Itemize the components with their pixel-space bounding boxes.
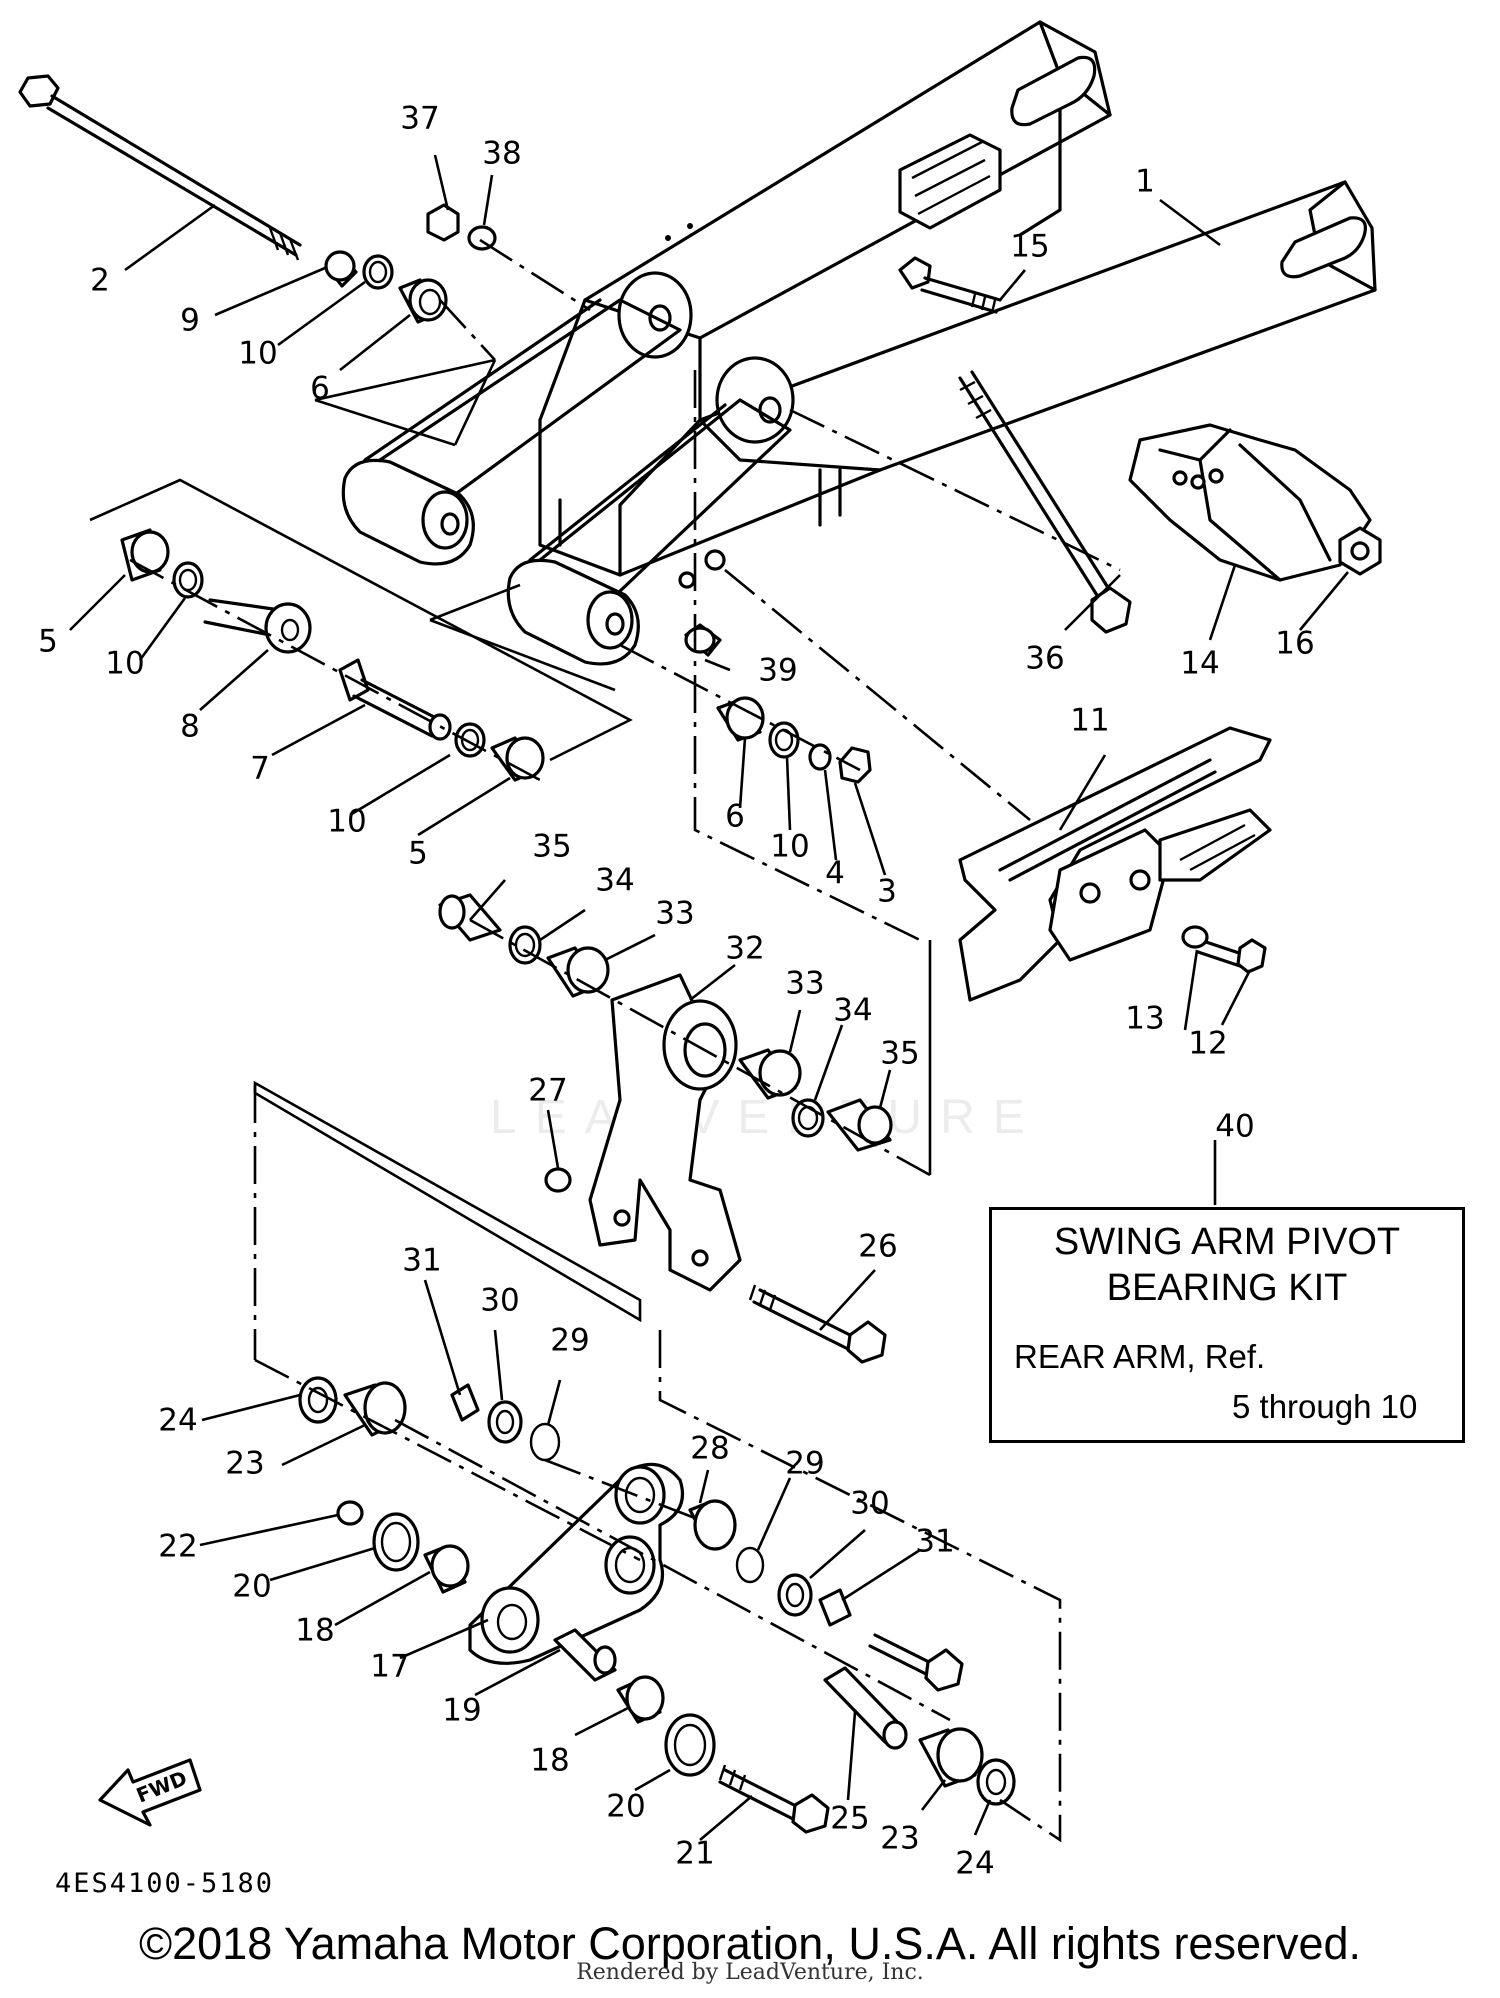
callout-35a: 35 <box>532 829 571 865</box>
callout-22: 22 <box>158 1529 197 1565</box>
callout-40: 40 <box>1215 1109 1254 1145</box>
callout-8: 8 <box>180 709 200 745</box>
callout-2: 2 <box>90 263 110 299</box>
swing-arm <box>341 20 1377 666</box>
callout-9: 9 <box>180 303 200 339</box>
callout-18a: 18 <box>295 1613 334 1649</box>
callout-10c: 10 <box>327 804 366 840</box>
leadventure-watermark: LEADVENTURE <box>490 1091 1043 1144</box>
callout-25: 25 <box>830 1801 869 1837</box>
callout-26: 26 <box>858 1229 897 1265</box>
callout-17: 17 <box>370 1649 409 1685</box>
callout-21: 21 <box>675 1836 714 1872</box>
callout-23a: 23 <box>225 1446 264 1482</box>
callout-10a: 10 <box>238 336 277 372</box>
callout-34a: 34 <box>595 863 634 899</box>
nut-16 <box>1338 526 1382 576</box>
callout-32: 32 <box>725 931 764 967</box>
callout-14: 14 <box>1180 646 1219 682</box>
callout-37: 37 <box>400 101 439 137</box>
assembly-lines <box>89 238 1121 1843</box>
callout-30a: 30 <box>480 1283 519 1319</box>
callout-15: 15 <box>1010 229 1049 265</box>
callout-16: 16 <box>1275 626 1314 662</box>
callout-10d: 10 <box>770 829 809 865</box>
callout-39: 39 <box>758 653 797 689</box>
bearing-kit-box: SWING ARM PIVOT BEARING KIT REAR ARM, Re… <box>989 1207 1465 1443</box>
fwd-arrow: FWD <box>98 1758 202 1827</box>
bolt-15 <box>898 256 1002 314</box>
chain-guide-11 <box>958 726 1272 1002</box>
kit-title-line2: BEARING KIT <box>1106 1267 1348 1309</box>
copyright-notice: ©2018 Yamaha Motor Corporation, U.S.A. A… <box>138 1918 1362 1969</box>
washer-13 <box>1181 925 1209 949</box>
kit-ref-line2: 5 through 10 <box>1232 1388 1418 1425</box>
callout-7: 7 <box>250 751 270 787</box>
kit-title-line1: SWING ARM PIVOT <box>1053 1221 1401 1263</box>
callout-23b: 23 <box>880 1821 919 1857</box>
diagram-code: 4ES4100-5180 <box>55 1868 274 1899</box>
callout-20b: 20 <box>606 1789 645 1825</box>
callout-18b: 18 <box>530 1743 569 1779</box>
callout-29b: 29 <box>785 1446 824 1482</box>
callout-13: 13 <box>1125 1001 1164 1037</box>
bolt-12 <box>1196 938 1267 974</box>
callout-3: 3 <box>877 874 897 910</box>
callout-38: 38 <box>482 136 521 172</box>
callout-24a: 24 <box>158 1403 197 1439</box>
callout-35b: 35 <box>880 1036 919 1072</box>
callout-33a: 33 <box>655 896 694 932</box>
callout-11: 11 <box>1070 703 1109 739</box>
leader-lines <box>69 154 1350 1841</box>
callout-6a: 6 <box>310 371 330 407</box>
callout-4: 4 <box>825 856 845 892</box>
callout-31b: 31 <box>915 1524 954 1560</box>
callout-30b: 30 <box>850 1486 889 1522</box>
callout-27: 27 <box>528 1073 567 1109</box>
callout-24b: 24 <box>955 1846 994 1882</box>
chain-slider-14 <box>1128 423 1372 582</box>
callout-29a: 29 <box>550 1323 589 1359</box>
callout-5b: 5 <box>408 836 428 872</box>
callout-34b: 34 <box>833 993 872 1029</box>
callout-1: 1 <box>1135 164 1155 200</box>
part-cylinders <box>120 203 1016 1834</box>
callout-20a: 20 <box>232 1569 271 1605</box>
pivot-shaft <box>18 74 302 261</box>
callout-28: 28 <box>690 1431 729 1467</box>
callout-12: 12 <box>1188 1026 1227 1062</box>
callout-33b: 33 <box>785 966 824 1002</box>
kit-ref-line1: REAR ARM, Ref. <box>1014 1338 1266 1375</box>
callout-31a: 31 <box>402 1243 441 1279</box>
bolt-36 <box>958 370 1132 634</box>
callout-19: 19 <box>442 1693 481 1729</box>
rendered-by-credit: Rendered by LeadVenture, Inc. <box>576 1960 924 1985</box>
callout-5a: 5 <box>38 624 58 660</box>
callout-6b: 6 <box>725 799 745 835</box>
callout-labels: 1 2 3 4 5 5 6 6 7 8 9 10 10 10 10 11 12 … <box>38 101 1315 1882</box>
callout-36: 36 <box>1025 641 1064 677</box>
callout-10b: 10 <box>105 646 144 682</box>
